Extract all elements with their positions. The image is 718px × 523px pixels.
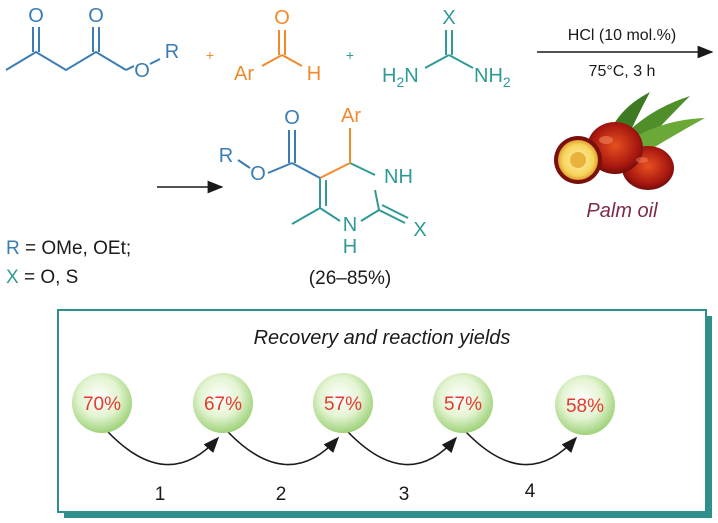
cycle-arrow-1 xyxy=(107,431,220,466)
product-h-label: H xyxy=(343,236,357,258)
yield-value-3: 57% xyxy=(324,394,362,415)
product-x-label: X xyxy=(413,219,426,241)
aryl-label: Ar xyxy=(234,63,254,85)
urea-x-label: X xyxy=(442,7,455,29)
temperature-time-label: 75°C, 3 h xyxy=(589,63,656,80)
yield-bubble-4 xyxy=(433,373,493,433)
product-aryl-label: Ar xyxy=(341,105,361,127)
yield-bubble-1 xyxy=(72,373,132,433)
cycle-arrow-4 xyxy=(465,431,578,466)
yield-value-4: 57% xyxy=(444,394,482,415)
aldehyde-hydrogen-label: H xyxy=(307,63,321,85)
cycle-step-4: 4 xyxy=(525,481,536,502)
product-carbonyl-oxygen-label: O xyxy=(284,107,300,129)
ester-oxygen-label: O xyxy=(134,60,150,82)
plus-sign-2: + xyxy=(346,47,354,63)
palm-fruit-illustration xyxy=(554,92,705,190)
r-group-label: R xyxy=(165,41,179,63)
x-substituent-legend: X = O, S xyxy=(6,267,78,288)
cycle-arrow-3 xyxy=(347,431,458,466)
r-substituent-legend: R = OMe, OEt; xyxy=(6,238,131,259)
cycle-step-2: 2 xyxy=(276,484,287,505)
yield-value-2: 67% xyxy=(204,394,242,415)
ketoester-reactant xyxy=(5,27,161,72)
product-ester-oxygen-label: O xyxy=(250,163,266,185)
cycle-step-1: 1 xyxy=(155,484,166,505)
aldehyde-reactant xyxy=(261,30,303,67)
cycle-arrows xyxy=(107,431,578,466)
cycle-step-3: 3 xyxy=(399,484,410,505)
recycling-title: Recovery and reaction yields xyxy=(254,327,511,349)
product-yield-range: (26–85%) xyxy=(309,268,391,289)
amine-left-label: H2N xyxy=(382,65,419,90)
product-skeleton xyxy=(237,128,409,225)
plus-sign-1: + xyxy=(206,47,214,63)
yield-bubble-3 xyxy=(313,373,373,433)
amine-right-label: NH2 xyxy=(474,65,511,90)
urea-reactant xyxy=(424,30,474,69)
catalyst-label: HCl (10 mol.%) xyxy=(568,27,676,44)
product-nh-label: NH xyxy=(384,166,413,188)
yield-value-5: 58% xyxy=(566,396,604,417)
yield-bubble-5 xyxy=(555,375,615,435)
aldehyde-oxygen-label: O xyxy=(274,7,290,29)
ester-carbonyl-oxygen-label: O xyxy=(88,5,104,27)
product-r-label: R xyxy=(219,145,233,167)
palm-oil-label: Palm oil xyxy=(586,200,658,222)
product-n-label: N xyxy=(343,214,357,236)
yield-bubble-2 xyxy=(193,373,253,433)
yield-bubbles xyxy=(72,373,615,435)
yield-value-1: 70% xyxy=(83,394,121,415)
cycle-arrow-2 xyxy=(227,431,340,466)
ketone-oxygen-label: O xyxy=(28,5,44,27)
